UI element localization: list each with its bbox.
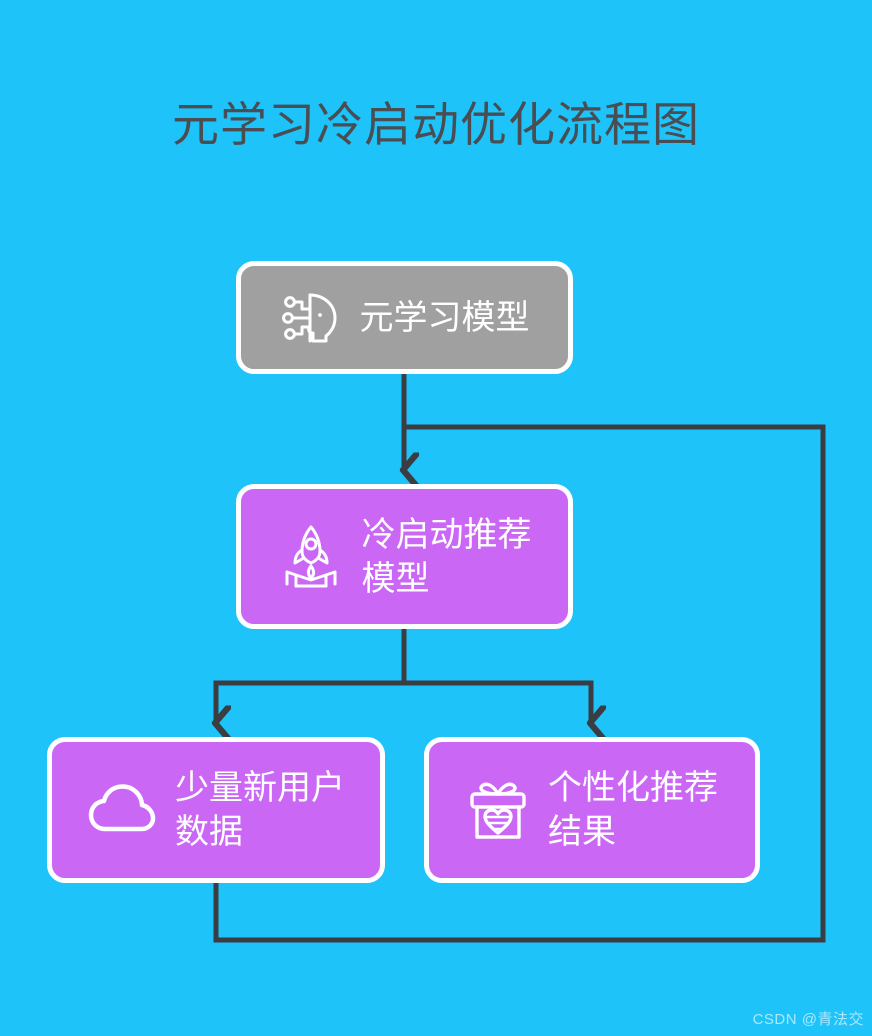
node-new-user-data[interactable]: 少量新用户 数据 <box>47 737 385 883</box>
cloud-icon <box>87 782 157 838</box>
node-cold-start-model[interactable]: 冷启动推荐 模型 <box>236 484 573 629</box>
watermark: CSDN @青法交 <box>752 1011 864 1028</box>
node-label-personalized-result: 个性化推荐 结果 <box>548 769 718 851</box>
node-label-cold-start-model: 冷启动推荐 模型 <box>361 515 532 598</box>
node-label-new-user-data: 少量新用户 数据 <box>175 769 345 851</box>
node-personalized-result[interactable]: 个性化推荐 结果 <box>424 737 760 883</box>
ai-head-icon <box>280 289 342 347</box>
node-meta-model[interactable]: 元学习模型 <box>236 261 573 374</box>
page-title: 元学习冷启动优化流程图 <box>172 98 700 151</box>
rocket-launch-icon <box>278 522 344 592</box>
node-label-meta-model: 元学习模型 <box>359 298 530 337</box>
gift-heart-icon <box>466 777 530 843</box>
